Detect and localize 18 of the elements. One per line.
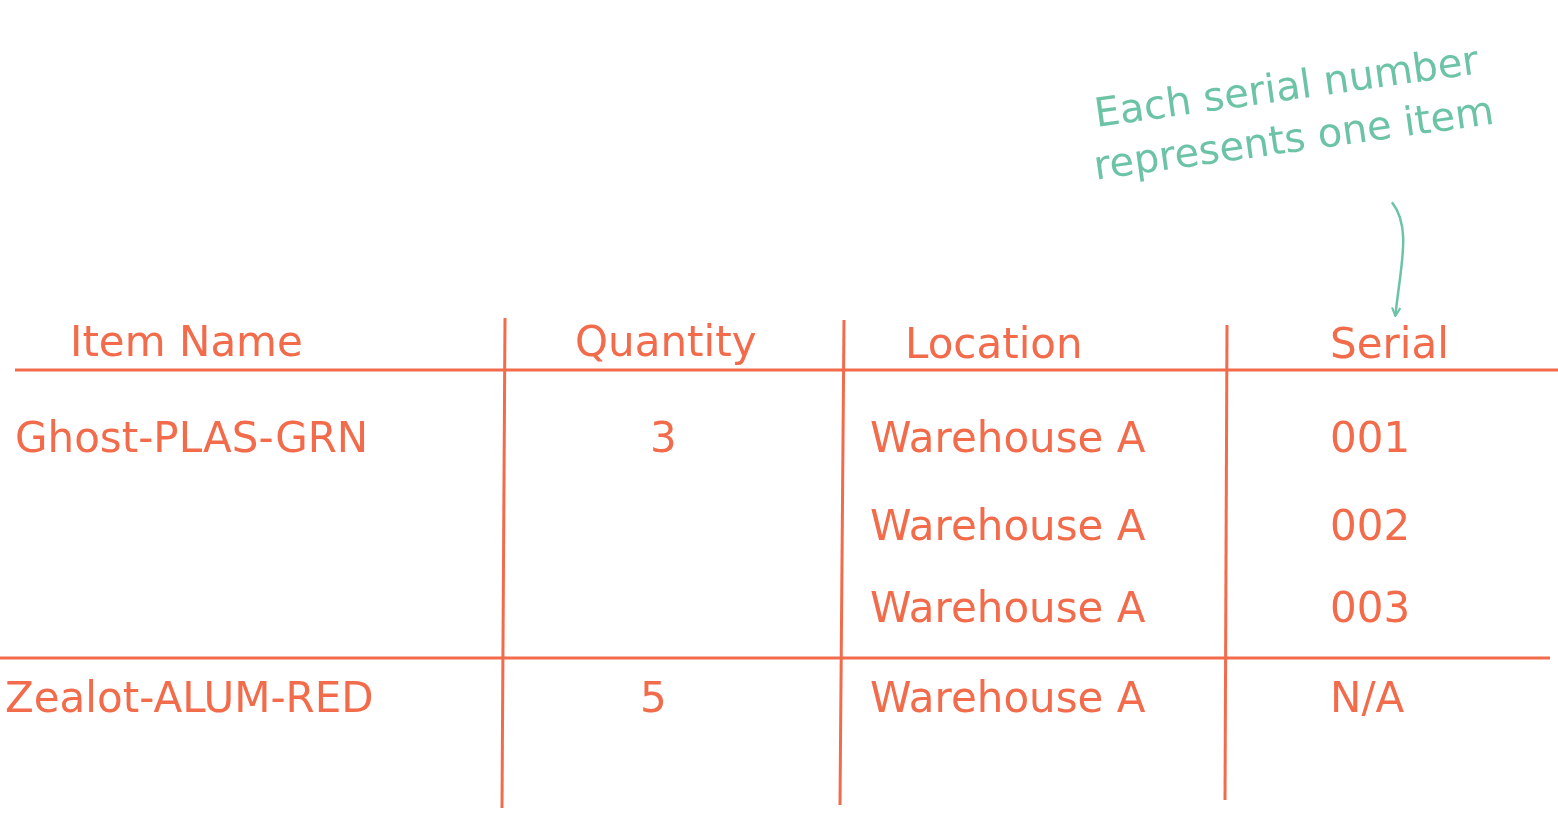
column-header: Serial [1330,318,1449,370]
table-cell: 001 [1330,412,1411,464]
table-cell: Zealot-ALUM-RED [5,672,374,724]
column-header: Quantity [575,316,757,368]
column-header: Location [905,318,1083,370]
table-cell: 003 [1330,582,1411,634]
table-cell: Warehouse A [870,672,1146,724]
leader-arrow [1390,201,1405,318]
table-cell: Warehouse A [870,582,1146,634]
table-cell: Warehouse A [870,500,1146,552]
annotation-note: Each serial number represents one item [1035,25,1545,199]
table-cell: 5 [640,672,667,724]
table-cell: Ghost-PLAS-GRN [15,412,369,464]
table-cell: 3 [650,412,677,464]
column-header: Item Name [70,316,303,368]
table-cell: N/A [1330,672,1405,724]
table-cell: Warehouse A [870,412,1146,464]
table-cell: 002 [1330,500,1411,552]
